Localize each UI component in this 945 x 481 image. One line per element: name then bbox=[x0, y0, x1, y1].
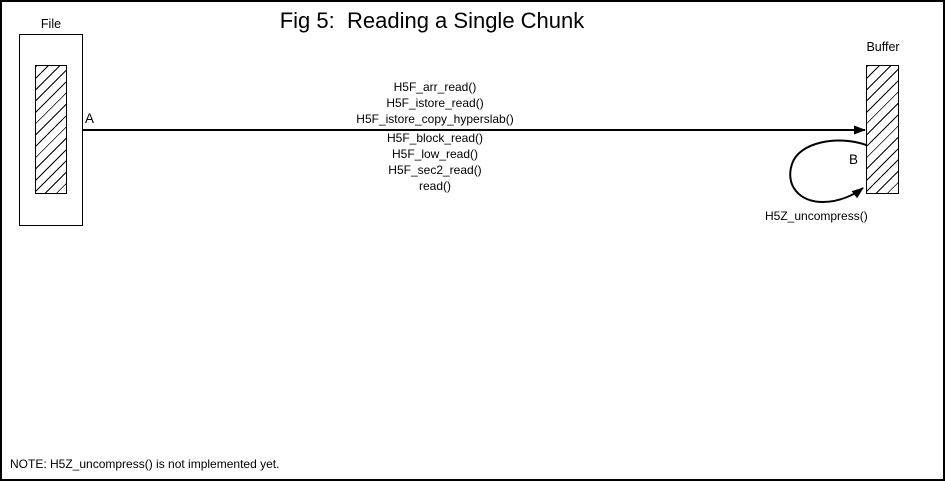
uncompress-call-label: H5Z_uncompress() bbox=[765, 209, 868, 223]
call-item: H5F_istore_copy_hyperslab() bbox=[356, 112, 514, 126]
call-stack-below-arrow: H5F_block_read() H5F_low_read() H5F_sec2… bbox=[387, 130, 483, 194]
call-item: H5F_low_read() bbox=[391, 147, 479, 161]
arrow-a-label: A bbox=[85, 111, 95, 126]
call-item: H5F_block_read() bbox=[386, 131, 484, 145]
footnote: NOTE: H5Z_uncompress() is not implemente… bbox=[10, 457, 280, 471]
figure-title: Fig 5: Reading a Single Chunk bbox=[279, 8, 585, 33]
arrow-b-label: B bbox=[849, 152, 859, 167]
file-box-label: File bbox=[40, 17, 62, 31]
arrow-b-loop bbox=[789, 139, 867, 204]
call-item: read() bbox=[418, 179, 452, 193]
call-item: H5F_sec2_read() bbox=[388, 163, 482, 177]
buffer-box-label: Buffer bbox=[866, 40, 900, 54]
file-chunk-hatch bbox=[35, 65, 67, 194]
buffer-chunk-hatch bbox=[866, 65, 899, 194]
call-item: H5F_istore_read() bbox=[386, 96, 484, 110]
call-stack-above-arrow: H5F_arr_read() H5F_istore_read() H5F_ist… bbox=[356, 79, 513, 127]
call-item: H5F_arr_read() bbox=[393, 80, 477, 94]
